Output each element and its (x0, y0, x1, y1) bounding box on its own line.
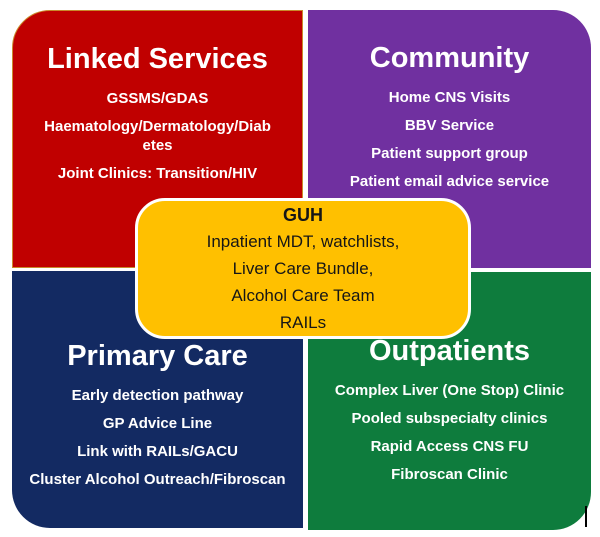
linked-services-title: Linked Services (47, 43, 268, 75)
service-item: Early detection pathway (71, 387, 244, 404)
service-item: Cluster Alcohol Outreach/Fibroscan (29, 471, 286, 488)
guh-line: Alcohol Care Team (231, 286, 375, 305)
service-item: Home CNS Visits (388, 89, 511, 106)
service-item: Joint Clinics: Transition/HIV (57, 165, 258, 182)
service-item: Link with RAILs/GACU (77, 443, 238, 460)
service-item: Fibroscan Clinic (391, 466, 508, 483)
service-item: Patient support group (371, 145, 528, 162)
community-title: Community (369, 42, 530, 74)
service-item: Pooled subspecialty clinics (351, 410, 548, 427)
service-item: Patient email advice service (349, 173, 550, 190)
service-item: GP Advice Line (102, 415, 213, 432)
primary-care-title: Primary Care (67, 340, 248, 372)
guh-line: RAILs (279, 313, 327, 332)
quadrant-linked-services: Linked Services GSSMS/GDAS Haematology/D… (12, 10, 303, 268)
guh-line: Liver Care Bundle, (232, 259, 374, 278)
outpatients-title: Outpatients (368, 335, 531, 367)
service-item: Complex Liver (One Stop) Clinic (334, 382, 565, 399)
service-item: Rapid Access CNS FU (370, 438, 529, 455)
service-item: Haematology/Dermatology/Diabetes (44, 118, 271, 154)
guh-title: GUH (283, 205, 323, 225)
service-item: BBV Service (404, 117, 495, 134)
text-cursor-artifact (585, 506, 587, 527)
center-box-guh: GUH Inpatient MDT, watchlists, Liver Car… (135, 198, 471, 339)
guh-line: Inpatient MDT, watchlists, (206, 232, 400, 251)
service-item: GSSMS/GDAS (106, 90, 209, 107)
